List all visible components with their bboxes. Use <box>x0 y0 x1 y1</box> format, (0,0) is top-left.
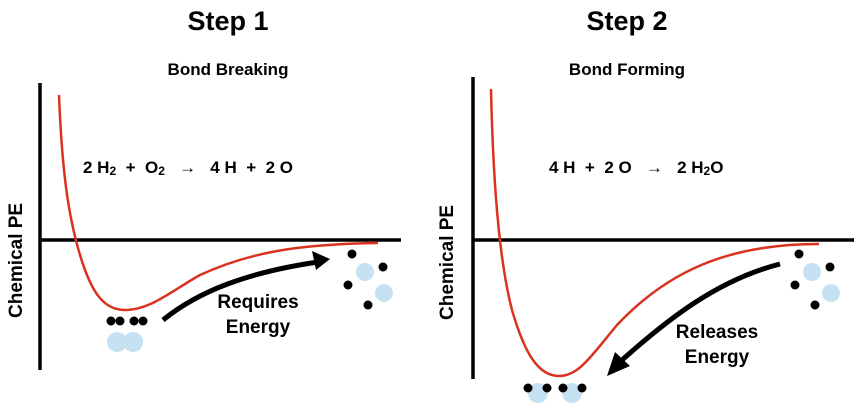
potential-energy-curve <box>489 88 820 378</box>
bound-molecules-icon <box>106 316 148 352</box>
step-2-title: Step 2 <box>586 6 668 36</box>
bound-molecules-icon <box>523 383 587 403</box>
panel-step-2: Step 2 Bond Forming 4 H + 2 O <box>427 0 854 411</box>
separated-atoms-icon <box>790 249 840 310</box>
requires-energy-arrow-shaft <box>161 259 319 322</box>
step-1-subtitle: Bond Breaking <box>167 60 289 79</box>
step-1-equation: 2 H2 + O2 → 4 H + 2 O <box>83 158 293 178</box>
reaction-arrow-icon: → <box>179 158 197 177</box>
potential-energy-curve <box>57 94 379 312</box>
panel-step-1: Step 1 Bond Breaking 2 H2 + O2 <box>6 6 401 370</box>
releases-energy-arrow-shaft <box>620 261 781 362</box>
y-axis-label: Chemical PE <box>437 204 458 320</box>
step-2-subtitle: Bond Forming <box>568 60 686 79</box>
step-1-title: Step 1 <box>187 6 269 36</box>
requires-energy-label: Requires Energy <box>217 292 299 338</box>
arrow-head-icon <box>312 251 330 270</box>
reaction-arrow-icon: → <box>645 158 663 177</box>
step-2-energy-diagram <box>471 77 854 403</box>
separated-atoms-icon <box>343 249 393 310</box>
step-1-energy-diagram <box>38 83 401 370</box>
releases-energy-label: Releases Energy <box>675 322 759 368</box>
step-2-equation: 4 H + 2 O → 2 H2O <box>549 158 724 178</box>
y-axis-label: Chemical PE <box>6 202 27 318</box>
arrow-head-icon <box>607 352 630 376</box>
